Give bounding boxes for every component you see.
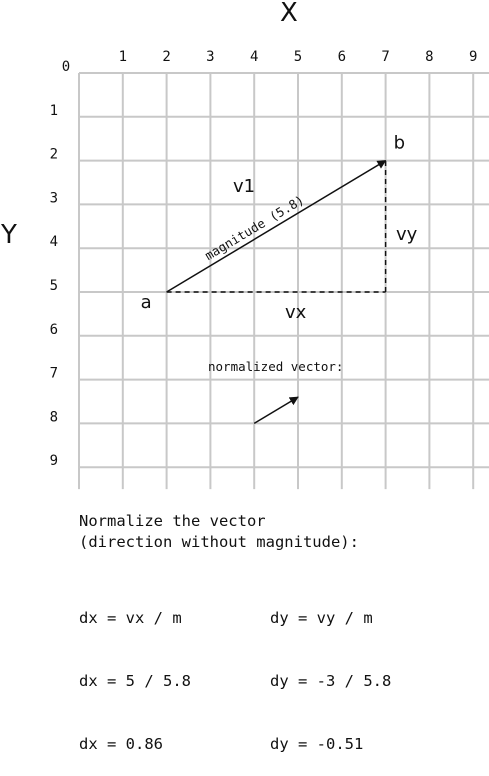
x-tick-label: 4 [250, 49, 258, 65]
vector-name-label: v1 [233, 176, 255, 197]
y-tick-label: 6 [50, 322, 58, 338]
point-a-label: a [141, 292, 152, 313]
caption-line-1: Normalize the vector [79, 512, 266, 530]
normalized-vector-arrow [253, 396, 299, 425]
y-tick-label: 5 [50, 278, 58, 294]
point-b-label: b [394, 133, 405, 154]
normalized-vector-title: normalized vector: [208, 359, 343, 374]
x-tick-label: 5 [294, 49, 302, 65]
vector-v1-arrow [166, 159, 387, 293]
vy-label: vy [396, 224, 418, 245]
dy-formula-line-1: dy = vy / m [270, 609, 373, 627]
x-axis-title: X [280, 0, 298, 28]
y-tick-label: 2 [50, 147, 58, 163]
x-tick-label: 0 [62, 59, 70, 75]
vx-label: vx [285, 302, 307, 323]
x-tick-label: 9 [469, 49, 477, 65]
dx-formula-line-2: dx = 5 / 5.8 [79, 672, 191, 690]
y-axis-title: Y [1, 220, 17, 250]
dx-formula-line-1: dx = vx / m [79, 609, 182, 627]
x-tick-label: 7 [381, 49, 389, 65]
x-tick-label: 3 [206, 49, 214, 65]
dy-formula-line-3: dy = -0.51 [270, 735, 364, 753]
y-tick-label: 8 [50, 409, 58, 425]
x-tick-label: 6 [338, 49, 346, 65]
x-tick-label: 8 [425, 49, 433, 65]
dy-formula-line-2: dy = -3 / 5.8 [270, 672, 392, 690]
y-tick-label: 7 [50, 366, 58, 382]
dx-formula-line-3: dx = 0.86 [79, 735, 163, 753]
dx-formula-block: dx = vx / m dx = 5 / 5.8 dx = 0.86 [79, 566, 191, 776]
y-tick-label: 3 [50, 190, 58, 206]
dy-formula-block: dy = vy / m dy = -3 / 5.8 dy = -0.51 [270, 566, 391, 776]
x-tick-label: 1 [119, 49, 127, 65]
x-tick-label: 2 [162, 49, 170, 65]
y-tick-label: 4 [50, 234, 58, 250]
y-tick-label: 9 [50, 453, 58, 469]
caption-line-2: (direction without magnitude): [79, 533, 359, 551]
y-tick-label: 1 [50, 103, 58, 119]
